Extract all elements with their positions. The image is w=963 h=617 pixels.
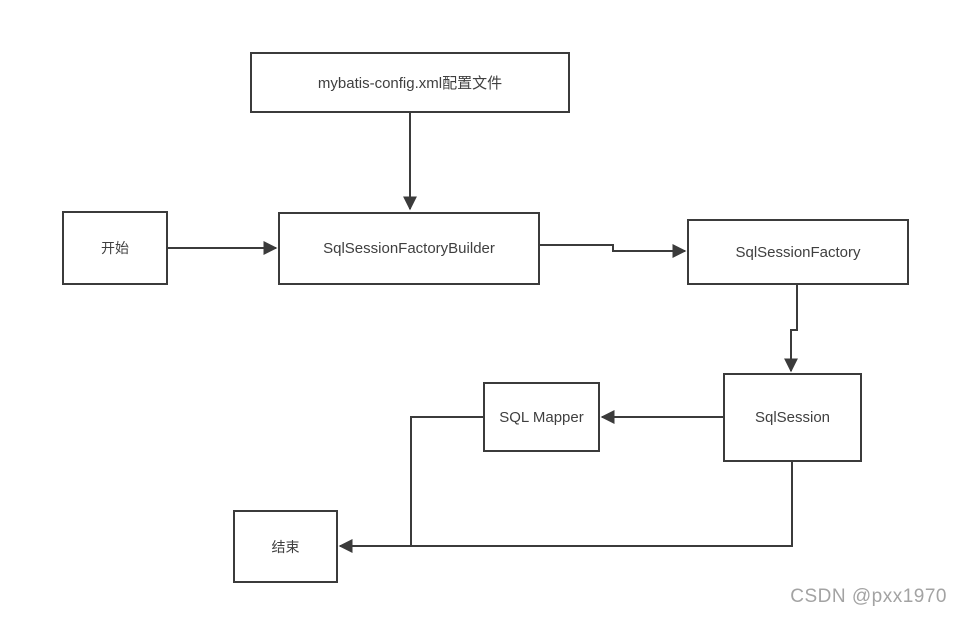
node-mybatis-config-label: mybatis-config.xml配置文件 xyxy=(317,75,503,92)
node-sql-mapper-label: SQL Mapper xyxy=(499,408,584,426)
node-sql-mapper: SQL Mapper xyxy=(483,382,600,452)
node-sqlsessionfactory-label: SqlSessionFactory xyxy=(735,243,861,261)
edge-session-to-end xyxy=(338,462,793,553)
node-sqlsession: SqlSession xyxy=(723,373,862,462)
node-start: 开始 xyxy=(62,211,168,285)
node-sqlsession-label: SqlSession xyxy=(754,409,831,426)
node-mybatis-config-file: mybatis-config.xml配置文件 xyxy=(250,52,570,113)
watermark: CSDN @pxx1970 xyxy=(790,586,947,607)
node-end-label: 结束 xyxy=(271,538,300,555)
edge-mapper-to-end xyxy=(410,416,483,546)
edge-builder-to-factory xyxy=(540,244,687,258)
node-end: 结束 xyxy=(233,510,338,583)
edge-factory-to-session xyxy=(784,285,798,373)
node-start-label: 开始 xyxy=(101,240,129,256)
node-sqlsessionfactorybuilder: SqlSessionFactoryBuilder xyxy=(278,212,540,285)
node-sqlsessionfactory: SqlSessionFactory xyxy=(687,219,909,285)
node-sqlsessionfactorybuilder-label: SqlSessionFactoryBuilder xyxy=(323,240,495,257)
